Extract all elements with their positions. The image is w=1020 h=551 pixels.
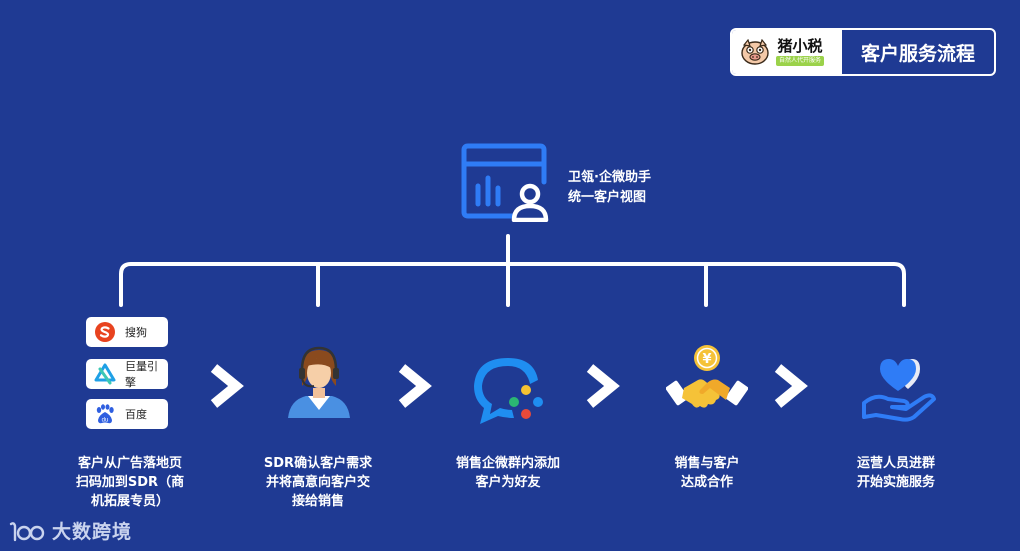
tool-label-line2: 统一客户视图	[568, 190, 647, 205]
wecom-icon	[474, 358, 543, 424]
customer-service-agent-icon	[288, 346, 350, 418]
chevron-right-icon	[586, 364, 620, 408]
source-badge-sogou: 搜狗	[86, 317, 168, 347]
source-badge-baidu: du 百度	[86, 399, 168, 429]
source-label: 百度	[125, 408, 147, 421]
dashuju-logo-icon	[9, 521, 45, 541]
footer-logo-text: 大数跨境	[52, 521, 133, 543]
source-label: 巨量引擎	[125, 360, 158, 389]
sogou-icon	[94, 321, 116, 343]
caption-line: 开始实施服务	[856, 475, 935, 490]
source-badge-ocean-engine: 巨量引擎	[86, 359, 168, 389]
svg-text:¥: ¥	[702, 352, 711, 367]
heart-hand-icon	[862, 359, 936, 422]
pig-logo-icon	[741, 39, 769, 65]
brand-name: 猪小税	[777, 37, 823, 55]
tool-label-line1: 卫瓴·企微助手	[568, 170, 651, 185]
step-caption-5: 运营人员进群 开始实施服务	[811, 454, 981, 492]
caption-line: 扫码加到SDR（商	[75, 475, 185, 490]
caption-line: SDR确认客户需求	[263, 456, 373, 471]
step-caption-2: SDR确认客户需求 并将高意向客户交 接给销售	[233, 454, 403, 511]
caption-line: 客户从广告落地页	[77, 456, 182, 471]
dashboard-user-icon	[461, 143, 549, 222]
baidu-icon: du	[94, 403, 116, 425]
caption-line: 达成合作	[680, 475, 733, 490]
tree-connector	[119, 234, 906, 307]
caption-line: 运营人员进群	[856, 456, 935, 471]
footer-watermark: 大数跨境	[8, 517, 132, 544]
chevron-right-icon	[774, 364, 808, 408]
brand-box: 猪小税 自然人代开服务 客户服务流程	[730, 28, 996, 76]
caption-line: 销售与客户	[674, 456, 740, 471]
step-caption-4: 销售与客户 达成合作	[622, 454, 792, 492]
tool-label: 卫瓴·企微助手 统一客户视图	[568, 168, 651, 208]
caption-line: 销售企微群内添加	[455, 456, 560, 471]
page-title: 客户服务流程	[860, 42, 975, 65]
handshake-coin-icon: ¥	[666, 345, 748, 408]
caption-line: 机拓展专员）	[90, 494, 169, 509]
brand-logo: 猪小税 自然人代开服务	[732, 30, 842, 74]
step-caption-3: 销售企微群内添加 客户为好友	[423, 454, 593, 492]
chevron-right-icon	[210, 364, 244, 408]
step-caption-1: 客户从广告落地页 扫码加到SDR（商 机拓展专员）	[45, 454, 215, 511]
caption-line: 接给销售	[291, 494, 344, 509]
svg-text:du: du	[102, 418, 109, 424]
caption-line: 并将高意向客户交	[265, 475, 370, 490]
brand-tagline: 自然人代开服务	[776, 56, 825, 66]
source-label: 搜狗	[125, 326, 147, 339]
caption-line: 客户为好友	[475, 475, 541, 490]
chevron-right-icon	[398, 364, 432, 408]
ocean-engine-icon	[94, 363, 116, 385]
